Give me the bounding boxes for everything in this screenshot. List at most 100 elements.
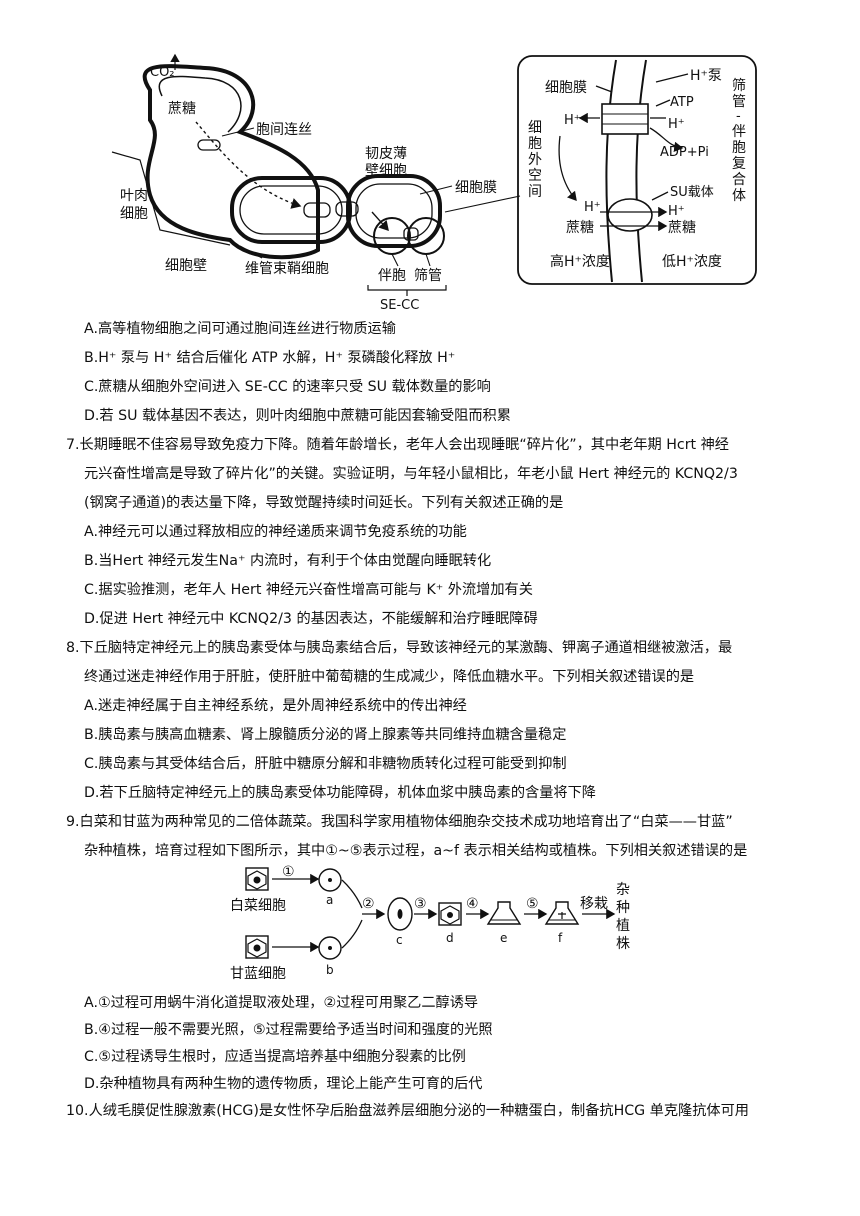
svg-text:-: - xyxy=(736,109,741,124)
kale-cell-icon xyxy=(245,935,269,959)
phloem-label-1: 韧皮薄 xyxy=(365,146,407,162)
svg-text:复: 复 xyxy=(732,155,746,172)
atp-label: ATP xyxy=(670,95,694,110)
q8-stem-line-1: 8.下丘脑特定神经元上的胰岛素受体与胰岛素结合后，导致该神经元的某激酶、钾离子通… xyxy=(66,640,733,656)
outer-space-vertical-label: 细 胞 外 空 间 xyxy=(528,120,542,200)
hybrid-cell-d xyxy=(438,902,462,926)
co2-label: CO₂ xyxy=(150,65,175,80)
svg-text:间: 间 xyxy=(528,184,542,200)
phloem-parenchyma-shape xyxy=(346,174,442,248)
svg-text:体: 体 xyxy=(732,188,746,204)
svg-text:植: 植 xyxy=(616,918,630,934)
q7-option-c: C.据实验推测，老年人 Hert 神经元兴奋性增高可能与 K⁺ 外流增加有关 xyxy=(84,582,533,598)
cell-wall-label: 细胞壁 xyxy=(165,258,207,274)
svg-text:外: 外 xyxy=(528,152,542,168)
su-carrier-label: SU载体 xyxy=(670,185,714,200)
svg-text:伴: 伴 xyxy=(732,124,746,140)
fused-cell-c xyxy=(387,897,413,931)
companion-label: 伴胞 xyxy=(378,268,406,284)
inset-membrane-label: 细胞膜 xyxy=(545,80,587,96)
h-plus-su-out-label: H⁺ xyxy=(584,200,601,215)
q9-option-b: B.④过程一般不需要光照，⑤过程需要给予适当时间和强度的光照 xyxy=(84,1022,493,1038)
q8-option-c: C.胰岛素与其受体结合后，肝脏中糖原分解和非糖物质转化过程可能受到抑制 xyxy=(84,756,567,772)
sieve-label: 筛管 xyxy=(414,268,442,284)
h-pump-shape xyxy=(601,103,649,135)
sucrose-transport-figure: CO₂ 蔗糖 胞间连丝 叶肉 细胞 细胞壁 维管束鞘细胞 韧皮薄 壁细胞 细胞膜… xyxy=(111,53,757,312)
secc-label: SE-CC xyxy=(380,298,419,312)
h-plus-in-label: H⁺ xyxy=(668,117,685,132)
step-5-label: ⑤ xyxy=(526,896,539,912)
q7-stem-line-1: 7.长期睡眠不佳容易导致免疫力下降。随着年龄增长，老年人会出现睡眠“碎片化”，其… xyxy=(66,437,729,453)
low-h-label: 低H⁺浓度 xyxy=(662,254,722,270)
q7-stem-line-2: 元兴奋性增高是导致了碎片化”的关键。实验证明，与年轻小鼠相比，年老小鼠 Hert… xyxy=(84,466,738,482)
svg-text:管: 管 xyxy=(732,94,746,110)
h-plus-su-in-label: H⁺ xyxy=(668,204,685,219)
q7-option-b: B.当Hert 神经元发生Na⁺ 内流时，有利于个体由觉醒向睡眠转化 xyxy=(84,553,492,569)
svg-text:筛: 筛 xyxy=(732,78,746,94)
q6-option-c: C.蔗糖从细胞外空间进入 SE-CC 的速率只受 SU 载体数量的影响 xyxy=(84,379,491,395)
svg-text:胞: 胞 xyxy=(528,136,542,152)
q8-option-b: B.胰岛素与胰高血糖素、肾上腺髓质分泌的肾上腺素等共同维持血糖含量稳定 xyxy=(84,727,567,743)
q10-stem-line-1: 10.人绒毛膜促性腺激素(HCG)是女性怀孕后胎盘滋养层细胞分泌的一种糖蛋白，制… xyxy=(66,1103,749,1119)
step-3-label: ③ xyxy=(414,896,427,912)
svg-text:株: 株 xyxy=(616,936,630,952)
sucrose-label: 蔗糖 xyxy=(168,101,196,117)
mesophyll-label-2: 细胞 xyxy=(120,206,148,222)
svg-text:杂: 杂 xyxy=(616,882,630,898)
phloem-label-2: 壁细胞 xyxy=(365,163,407,179)
bundle-sheath-label: 维管束鞘细胞 xyxy=(245,261,329,277)
q9-option-d: D.杂种植物具有两种生物的遗传物质，理论上能产生可育的后代 xyxy=(84,1076,483,1092)
q9-option-a: A.①过程可用蜗牛消化道提取液处理，②过程可用聚乙二醇诱导 xyxy=(84,995,479,1011)
cell-membrane-label: 细胞膜 xyxy=(455,180,497,196)
inset-box xyxy=(517,55,757,285)
label-c: c xyxy=(396,933,403,947)
inset-membrane-right xyxy=(635,59,647,283)
q9-option-c: C.⑤过程诱导生根时，应适当提高培养基中细胞分裂素的比例 xyxy=(84,1049,466,1065)
cabbage-cell-label: 白菜细胞 xyxy=(230,898,286,914)
step-4-label: ④ xyxy=(466,896,479,912)
q7-stem-line-3: (钢窝子通道)的表达量下降，导致觉醒持续时间延长。下列有关叙述正确的是 xyxy=(84,495,564,511)
hybrid-plant-vertical-label: 杂 种 植 株 xyxy=(616,882,630,952)
kale-cell-label: 甘蓝细胞 xyxy=(230,966,286,982)
h-plus-out-label: H⁺ xyxy=(564,113,581,128)
svg-text:合: 合 xyxy=(732,172,746,188)
q6-option-a: A.高等植物细胞之间可通过胞间连丝进行物质运输 xyxy=(84,321,396,337)
step-2-label: ② xyxy=(362,896,375,912)
q7-option-a: A.神经元可以通过释放相应的神经递质来调节免疫系统的功能 xyxy=(84,524,467,540)
step-1-label: ① xyxy=(282,864,295,880)
label-a: a xyxy=(326,893,333,907)
transplant-label: 移栽 xyxy=(580,896,608,912)
q8-stem-line-2: 终通过迷走神经作用于肝脏，使肝脏中葡萄糖的生成减少，降低血糖水平。下列相关叙述错… xyxy=(84,669,695,685)
q8-option-d: D.若下丘脑特定神经元上的胰岛素受体功能障碍，机体血浆中胰岛素的含量将下降 xyxy=(84,785,596,801)
complex-vertical-label: 筛 管 - 伴 胞 复 合 体 xyxy=(732,78,746,204)
q7-option-d: D.促进 Hert 神经元中 KCNQ2/3 的基因表达，不能缓解和治疗睡眠障碍 xyxy=(84,611,538,627)
label-f: f xyxy=(558,931,563,945)
protoplast-b xyxy=(318,936,342,960)
label-d: d xyxy=(446,931,454,945)
q8-option-a: A.迷走神经属于自主神经系统，是外周神经系统中的传出神经 xyxy=(84,698,467,714)
sieve-tube-shape xyxy=(407,217,445,255)
inset-sucrose-out: 蔗糖 xyxy=(566,220,594,236)
h-pump-label: H⁺泵 xyxy=(690,68,722,84)
q9-stem-line-1: 9.白菜和甘蓝为两种常见的二倍体蔬菜。我国科学家用植物体细胞杂交技术成功地培育出… xyxy=(66,814,733,830)
inset-membrane-left xyxy=(605,59,617,283)
plasmodesmata-label: 胞间连丝 xyxy=(256,122,312,138)
label-b: b xyxy=(326,963,334,977)
protoplast-a xyxy=(318,868,342,892)
inset-sucrose-in: 蔗糖 xyxy=(668,220,696,236)
svg-text:细: 细 xyxy=(528,120,542,136)
q6-option-d: D.若 SU 载体基因不表达，则叶肉细胞中蔗糖可能因套输受阻而积累 xyxy=(84,408,511,424)
svg-text:种: 种 xyxy=(616,900,630,916)
flask-e xyxy=(486,901,522,925)
mesophyll-label-1: 叶肉 xyxy=(120,188,148,204)
svg-text:空: 空 xyxy=(528,168,542,184)
q6-option-b: B.H⁺ 泵与 H⁺ 结合后催化 ATP 水解，H⁺ 泵磷酸化释放 H⁺ xyxy=(84,350,456,366)
flask-f xyxy=(544,901,580,925)
high-h-label: 高H⁺浓度 xyxy=(550,253,610,270)
mesophyll-cell-wall-shape xyxy=(142,64,320,260)
su-carrier-shape xyxy=(607,198,653,232)
hybrid-process-figure: ① ② ③ ④ ⑤ 白菜细胞 甘蓝细胞 a b c d e f 移栽 杂 种 植… xyxy=(230,864,630,982)
adp-label: ADP+Pi xyxy=(660,145,709,160)
bundle-sheath-cell-shape xyxy=(230,176,352,244)
q9-stem-line-2: 杂种植株，培育过程如下图所示，其中①~⑤表示过程，a~f 表示相关结构或植株。下… xyxy=(84,843,748,859)
